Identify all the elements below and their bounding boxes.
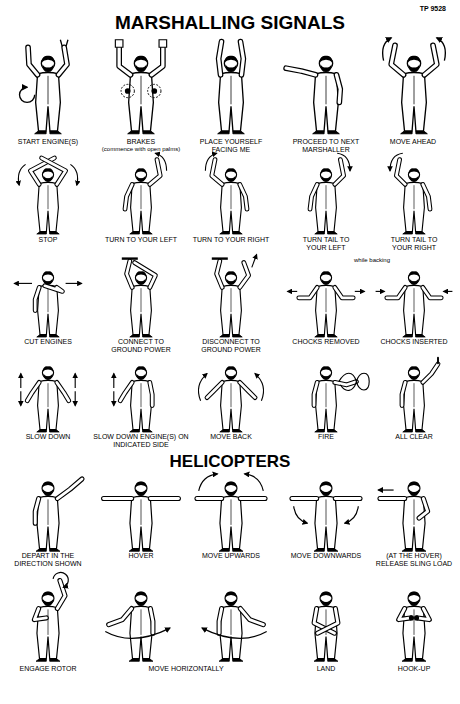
signal-label: FIRE [282,433,370,441]
slow-down-figure [21,366,75,432]
signal-label: SLOW DOWN [4,433,92,441]
signal-label: CHOCKS INSERTED [372,338,456,346]
signal-label: TURN TAIL TO YOUR RIGHT [381,236,447,252]
connect-power-figure [122,259,156,337]
signal-label: SLOW DOWN ENGINE(S) ON INDICATED SIDE [93,433,189,449]
slow-engine-figure [114,366,152,432]
signal-label: START ENGINE(S) [4,138,92,146]
engage-rotor-figure [34,572,68,661]
signal-label: DEPART IN THE DIRECTION SHOWN [11,552,85,568]
signal-label: TURN TO YOUR RIGHT [186,236,276,244]
signal-label: CONNECT TO GROUND POWER [105,338,177,354]
signal-note: (commence with open palms) [86,146,196,153]
chart-title: MARSHALLING SIGNALS [0,12,460,34]
signal-label: CUT ENGINES [4,338,92,346]
all-clear-figure [402,358,438,432]
signal-label: TURN TAIL TO YOUR LEFT [295,236,357,252]
signal-label: ALL CLEAR [372,433,456,441]
sheet-number: TP 9528 [396,5,446,13]
signal-label: MOVE AHEAD [369,138,457,146]
signal-label: TURN TO YOUR LEFT [96,236,186,244]
move-downwards-figure [292,481,360,551]
hook-up-figure [399,591,430,661]
signal-label: BRAKES [97,138,185,146]
turn-tail-left-figure [310,153,350,234]
stop-figure [18,158,77,234]
signal-label: DISCONNECT TO GROUND POWER [191,338,271,354]
fire-figure [314,366,369,432]
hover-figure [104,481,179,551]
signal-label: MOVE UPWARDS [187,552,275,560]
move-horizontally-figure [202,591,267,661]
turn-right-figure [205,153,247,234]
turn-tail-right-figure [390,153,430,234]
turn-left-figure [125,153,167,234]
section-heading: HELICOPTERS [130,452,330,472]
depart-figure [35,479,82,551]
signal-label: MOVE DOWNWARDS [282,552,370,560]
move-horizontally-figure [105,591,170,661]
signal-label: HOVER [97,552,185,560]
signal-label: MOVE BACK [187,433,275,441]
proceed-figure [286,56,340,134]
signal-label: PROCEED TO NEXT MARSHALLER [287,138,365,154]
signal-label: MOVE HORIZONTALLY [126,665,246,673]
start-engines-figure [19,40,67,134]
disconnect-power-figure [212,255,257,337]
signal-label: LAND [282,665,370,673]
chocks-removed-figure [288,271,365,337]
signal-label: STOP [4,236,92,244]
move-upwards-figure [197,474,265,551]
signal-note: while backing [342,257,402,264]
signal-label: (AT THE HOVER) RELEASE SLING LOAD [375,552,453,568]
brakes-figure [115,40,166,134]
release-load-figure [378,481,427,551]
move-ahead-figure [383,38,446,134]
signal-label: HOOK-UP [372,665,456,673]
signal-label: ENGAGE ROTOR [4,665,92,673]
cut-engines-figure [14,271,81,337]
move-back-figure [198,366,263,432]
land-figure [314,591,338,661]
facing-me-figure [218,42,245,134]
signal-label: CHOCKS REMOVED [282,338,370,346]
chocks-inserted-figure [376,271,453,337]
signal-label: PLACE YOURSELF FACING ME [191,138,271,154]
